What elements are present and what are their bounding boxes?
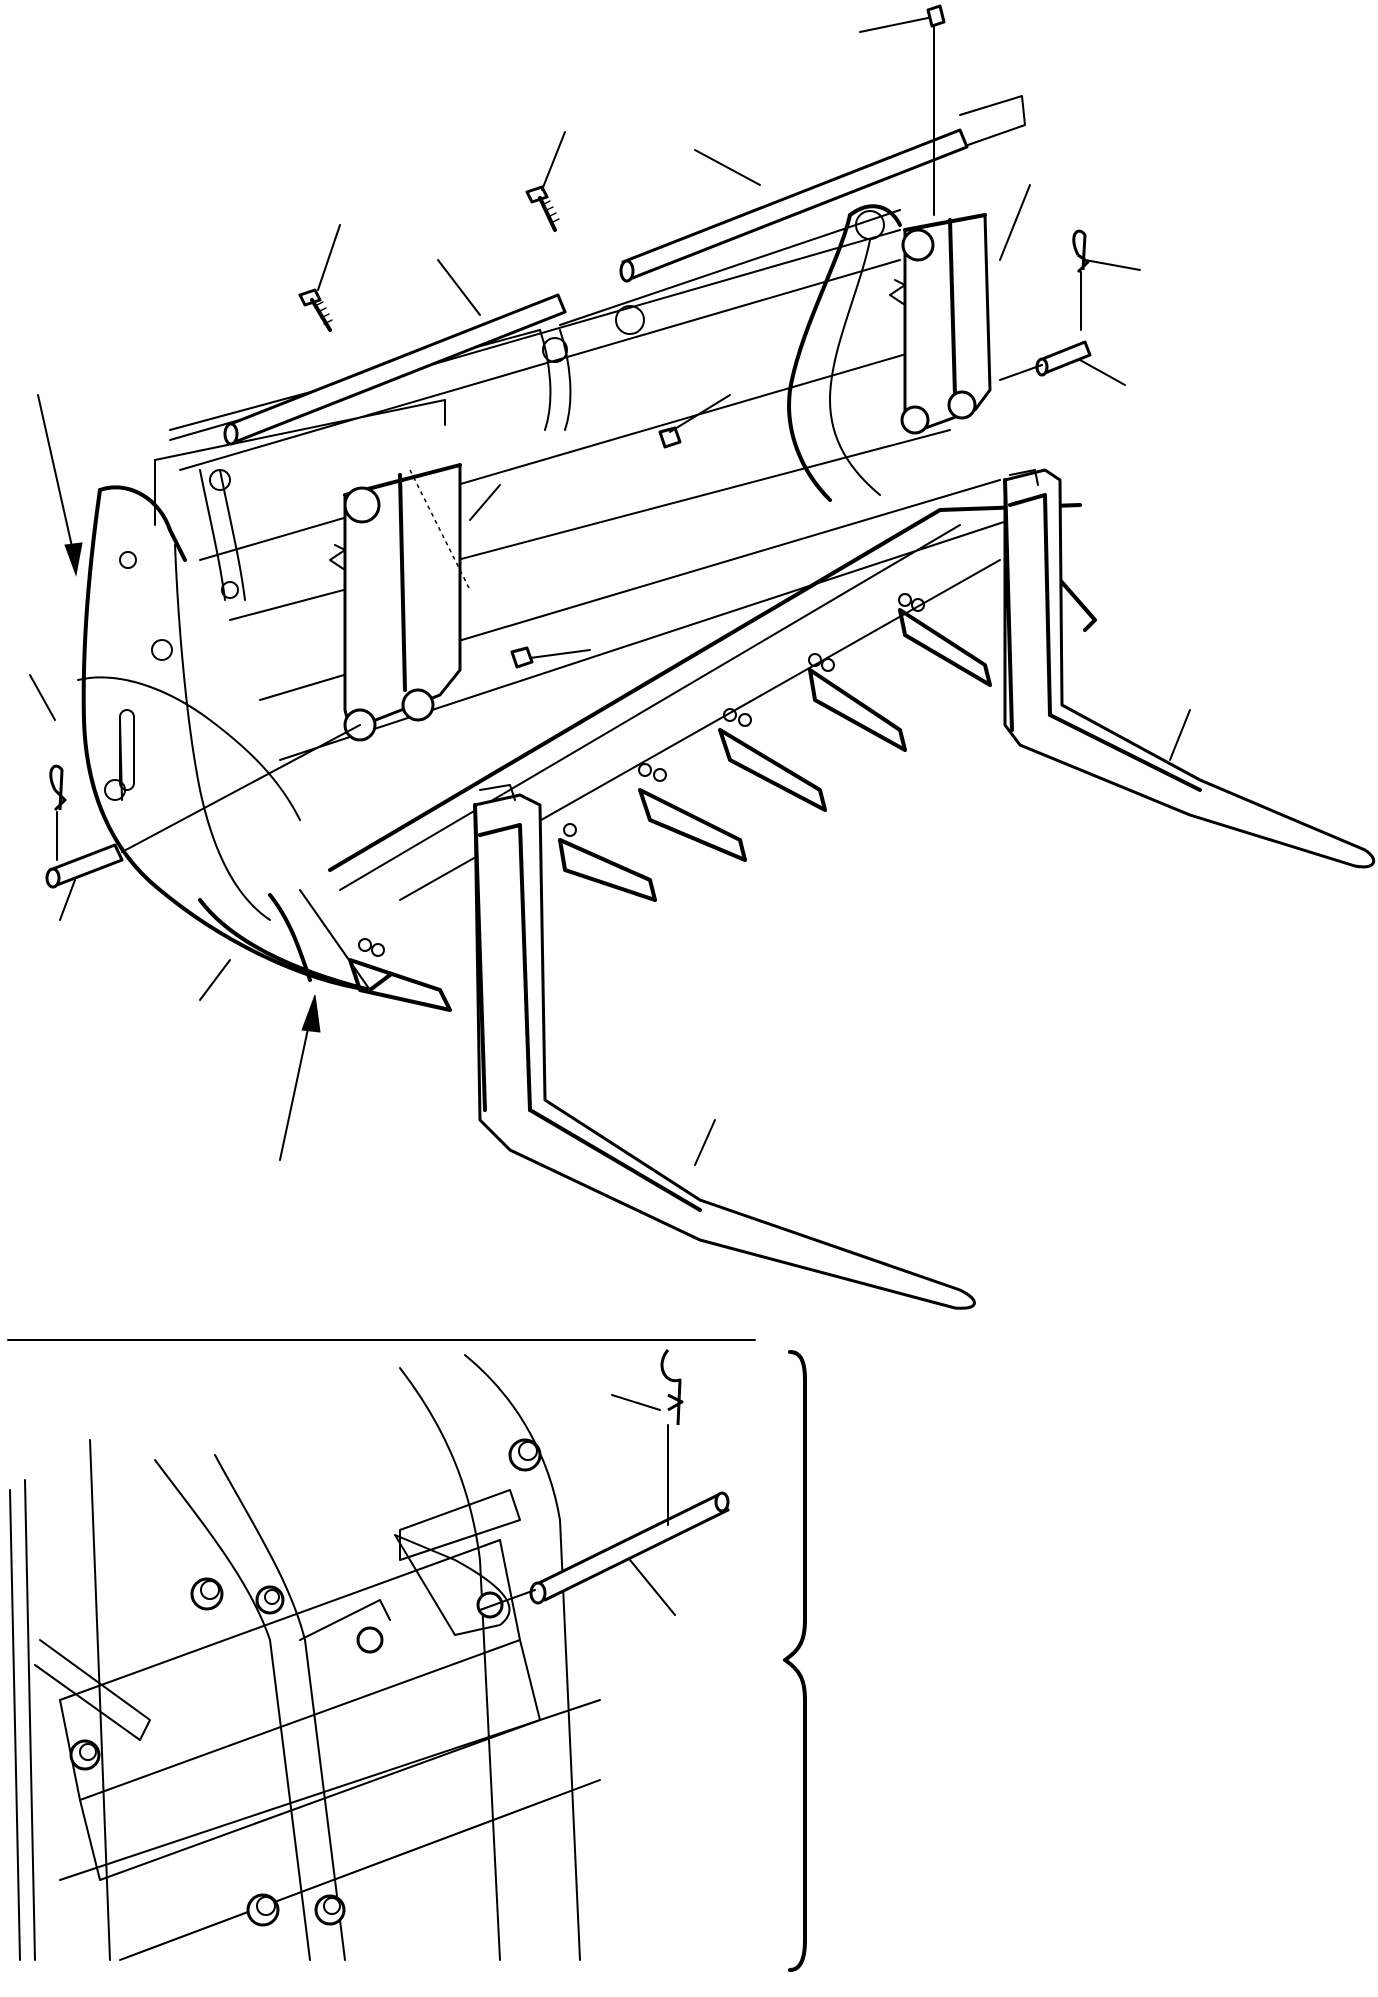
fork-bracket-left: [329, 463, 471, 742]
upper-exploded-view: [29, 4, 1376, 1310]
teeth: [348, 578, 1097, 1012]
pin: [479, 1491, 730, 1611]
loader-arm-detail: [9, 1354, 601, 1961]
callout-arrow-bottom: [279, 994, 321, 1161]
linch-pin: [49, 229, 1090, 861]
shaft-left: [223, 293, 567, 446]
pin: [45, 340, 1092, 889]
shaft-right: [619, 95, 1026, 283]
fork-left: [473, 784, 976, 1310]
detail-view: [7, 1339, 807, 1972]
callout-arrow-top-left: [37, 394, 83, 577]
linch-pin: [660, 1349, 684, 1526]
grease-nipple: [926, 4, 946, 216]
leader-lines: [29, 17, 1191, 1166]
detail-leader-lines: [611, 1394, 676, 1616]
fork-right: [1003, 468, 1376, 869]
detail-brace: [783, 1350, 807, 1972]
fork-bracket-right: [889, 213, 992, 435]
nut: [510, 426, 682, 669]
